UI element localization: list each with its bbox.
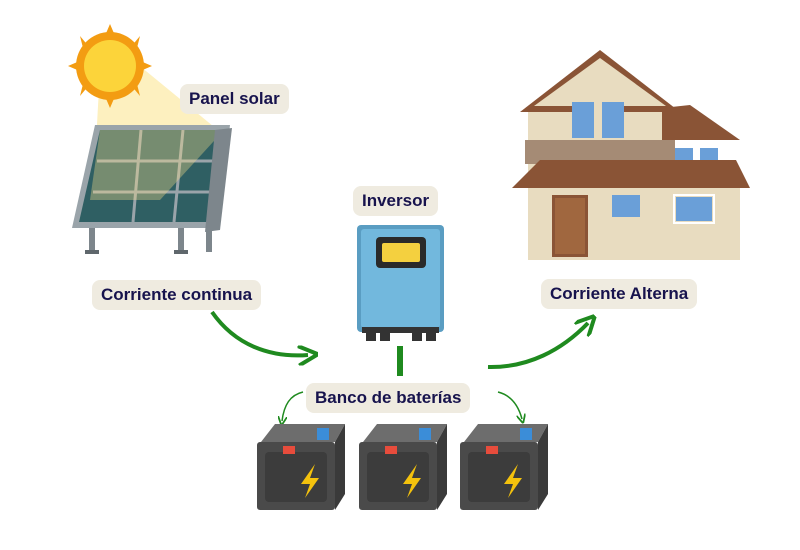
arrow-dc-to-inverter — [210, 310, 308, 355]
battery-bank-label: Banco de baterías — [306, 383, 471, 413]
solar-panel-icon — [72, 125, 232, 254]
inverter-label: Inversor — [353, 186, 439, 216]
battery-icon — [257, 424, 345, 510]
alternating-current-label: Corriente Alterna — [541, 279, 698, 309]
arrow-bank-left — [282, 391, 304, 421]
sun-icon — [68, 24, 152, 108]
inverter-icon — [357, 225, 444, 341]
battery-icon — [460, 424, 548, 510]
solar-panel-label: Panel solar — [180, 84, 289, 114]
inverter-battery-connector — [397, 346, 403, 376]
house-icon — [512, 50, 750, 260]
battery-icon — [359, 424, 447, 510]
arrow-bank-right — [497, 391, 522, 419]
direct-current-label: Corriente continua — [92, 280, 262, 310]
arrow-inverter-to-house — [487, 323, 588, 370]
